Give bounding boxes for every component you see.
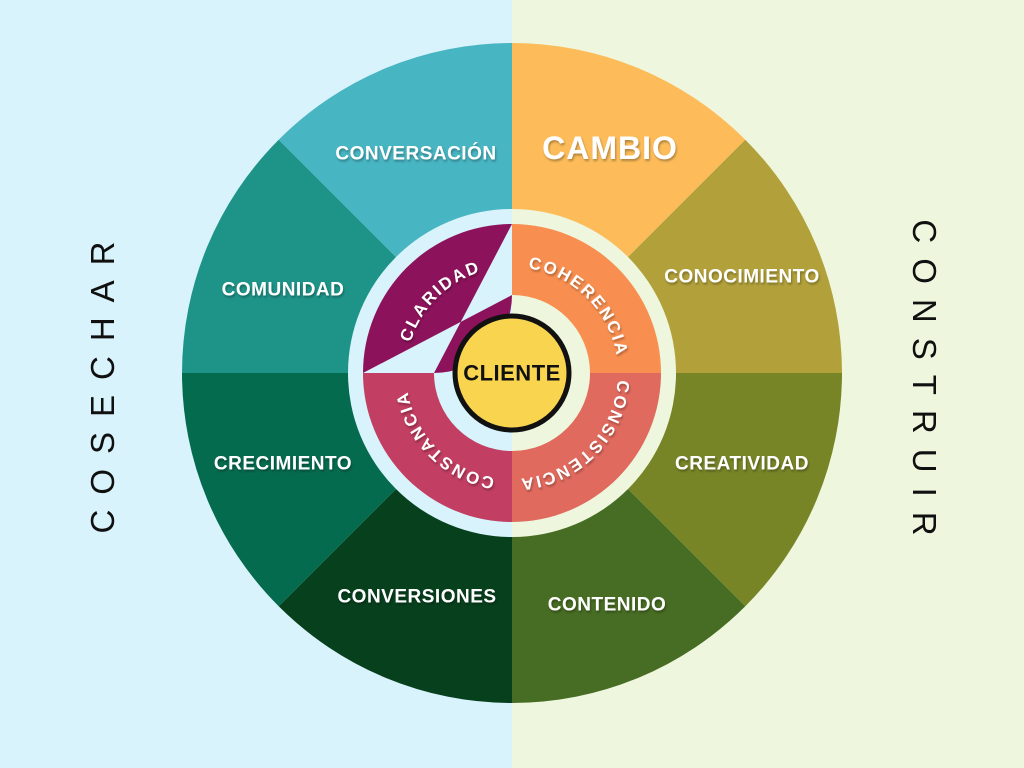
inner-segment-constancia [363,373,512,522]
inner-segment-consistencia [512,373,661,522]
outer-segment-creatividad [628,373,842,607]
outer-segment-contenido [512,489,746,703]
inner-segment-coherencia [512,224,661,373]
outer-segment-crecimiento [182,373,396,607]
outer-segment-label-crecimiento: CRECIMIENTO [214,454,352,475]
outer-segment-conversacion [278,43,512,257]
outer-segment-label-creatividad: CREATIVIDAD [675,454,809,475]
outer-segment-label-comunidad: COMUNIDAD [222,280,345,301]
outer-ring [182,43,842,703]
outer-segment-label-contenido: CONTENIDO [548,595,667,616]
outer-segment-conocimiento [628,139,842,373]
outer-ring-labels: CAMBIO CONOCIMIENTO CREATIVIDAD CONTENID… [214,130,820,616]
outer-segment-comunidad [182,139,396,373]
outer-segment-conversiones [278,489,512,703]
outer-segment-label-conocimiento: CONOCIMIENTO [664,267,820,288]
side-label-construir: CONSTRUIR [906,219,943,551]
center-label: CLIENTE [463,361,561,386]
center-circle [452,313,572,433]
side-label-cosechar: COSECHAR [84,226,121,534]
outer-segment-label-conversacion: CONVERSACIÓN [335,143,496,165]
outer-segment-label-cambio: CAMBIO [542,130,678,166]
outer-segment-label-conversiones: CONVERSIONES [337,587,496,608]
outer-segment-cambio [512,43,746,257]
